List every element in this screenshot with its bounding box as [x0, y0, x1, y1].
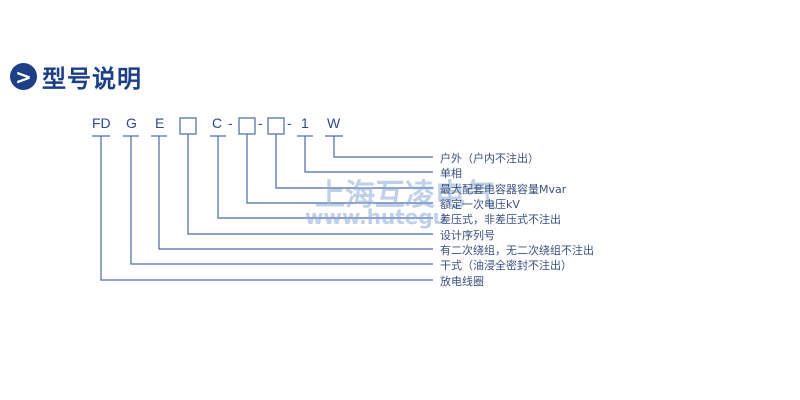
label-dry: 干式（油浸全密封不注出）: [440, 259, 572, 272]
code-w: W: [327, 115, 341, 131]
code-g: G: [126, 115, 137, 131]
label-differential: 差压式，非差压式不注出: [440, 213, 561, 226]
dash-1: -: [228, 115, 233, 131]
code-e: E: [155, 115, 165, 131]
label-outdoor: 户外（户内不注出）: [440, 152, 539, 165]
label-capacity: 最大配套电容器容量Mvar: [440, 183, 567, 196]
label-voltage: 额定一次电压kV: [440, 198, 520, 211]
label-secondary: 有二次绕组，无二次绕组不注出: [440, 244, 594, 257]
watermark-url: www.hutegu: [305, 205, 447, 229]
dash-3: -: [287, 115, 292, 131]
label-single-phase: 单相: [440, 167, 462, 180]
watermark-cn: 上海互凌电气: [315, 178, 495, 213]
label-serial: 设计序列号: [440, 229, 495, 242]
code-1: 1: [301, 115, 309, 131]
code-fd: FD: [92, 115, 111, 131]
chevron-right-icon: >: [10, 63, 37, 90]
label-coil: 放电线圈: [440, 275, 484, 288]
code-c: C: [212, 115, 223, 131]
dash-2: -: [258, 115, 263, 131]
section-title: > 型号说明: [10, 59, 142, 94]
title-text: 型号说明: [42, 65, 142, 93]
